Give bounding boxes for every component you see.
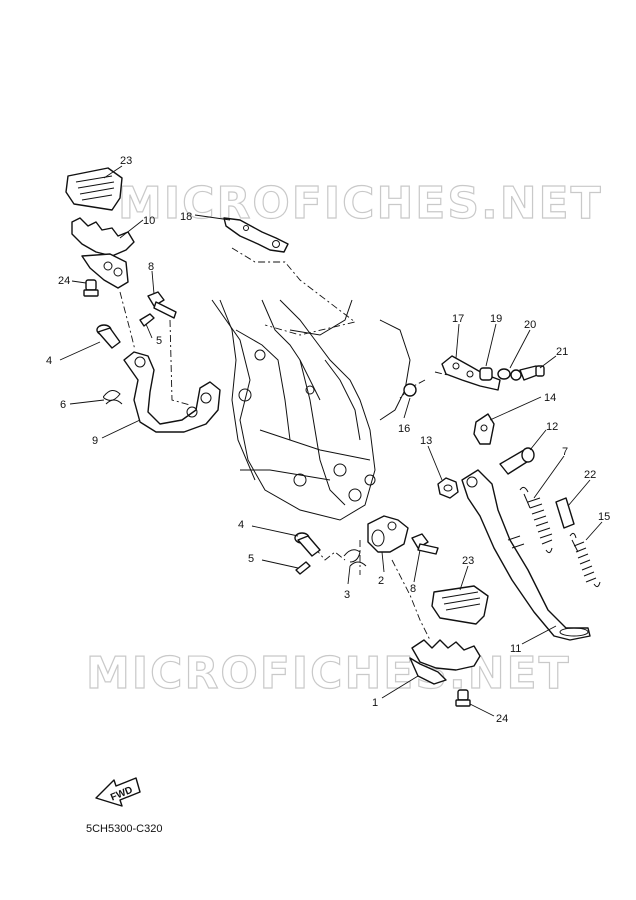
cover-22 — [555, 497, 575, 529]
bolt-24-top — [83, 279, 99, 297]
callout-15: 15 — [598, 511, 610, 523]
callout-1: 1 — [372, 697, 378, 709]
callout-5-bottom: 5 — [248, 553, 254, 565]
callout-8-top: 8 — [148, 261, 154, 273]
cotter-pin-5-bottom — [295, 561, 311, 575]
footrest-rubber-left — [65, 167, 123, 211]
leader-lines — [59, 165, 603, 717]
pin-4-top — [96, 324, 121, 349]
callout-13: 13 — [420, 435, 432, 447]
callout-11: 11 — [510, 643, 521, 655]
collar-16 — [403, 383, 417, 397]
frame-outline — [211, 299, 411, 521]
pin-4-bottom — [294, 532, 321, 557]
callout-24-bottom: 24 — [496, 713, 508, 725]
callout-23-top: 23 — [120, 155, 132, 167]
footrest-rubber-right — [431, 585, 489, 625]
callout-19: 19 — [490, 313, 502, 325]
callout-24-top: 24 — [58, 275, 70, 287]
bolt-21 — [519, 365, 545, 381]
side-stand-11 — [461, 469, 591, 641]
bolt-8-bottom — [411, 533, 439, 555]
washer-20 — [497, 368, 522, 381]
spring-15 — [569, 532, 601, 588]
bracket-18 — [223, 217, 289, 253]
bolt-8-top — [147, 291, 177, 319]
nut-19 — [479, 367, 493, 381]
clip-6 — [103, 390, 123, 405]
bolt-24-bottom — [455, 689, 471, 707]
bolt-12 — [499, 447, 535, 475]
callout-4-bottom: 4 — [238, 519, 244, 531]
callout-12: 12 — [546, 421, 558, 433]
callout-2: 2 — [378, 575, 384, 587]
bracket-2 — [367, 515, 409, 553]
nut-13 — [437, 477, 459, 499]
clip-3 — [343, 549, 367, 567]
watermark-top: MICROFICHES.NET — [118, 178, 603, 229]
spring-7 — [519, 486, 553, 554]
bracket-17 — [441, 355, 501, 391]
callout-9: 9 — [92, 435, 98, 447]
callout-numbers: 23 10 18 8 24 5 4 6 9 17 19 20 21 14 16 … — [46, 155, 610, 725]
callout-3: 3 — [344, 589, 350, 601]
callout-10: 10 — [143, 215, 155, 227]
plate-14 — [473, 413, 495, 445]
callout-8-bottom: 8 — [410, 583, 416, 595]
watermark-bottom: MICROFICHES.NET — [86, 648, 571, 699]
footrest-left — [71, 217, 135, 289]
callout-5-top: 5 — [156, 335, 162, 347]
callout-4-top: 4 — [46, 355, 52, 367]
callout-21: 21 — [556, 346, 568, 358]
callout-18: 18 — [180, 211, 192, 223]
callout-22: 22 — [584, 469, 596, 481]
callout-16: 16 — [398, 423, 410, 435]
cotter-pin-5-top — [139, 313, 155, 327]
footrest-right — [409, 639, 481, 685]
dashed-leaders — [119, 247, 471, 641]
fwd-arrow-icon: FWD — [95, 777, 141, 807]
callout-23-bottom: 23 — [462, 555, 474, 567]
callout-7: 7 — [562, 446, 568, 458]
diagram-code: 5CH5300-C320 — [86, 823, 163, 835]
callout-6: 6 — [60, 399, 66, 411]
callout-20: 20 — [524, 319, 536, 331]
callout-17: 17 — [452, 313, 464, 325]
callout-14: 14 — [544, 392, 556, 404]
bracket-9 — [123, 351, 221, 433]
